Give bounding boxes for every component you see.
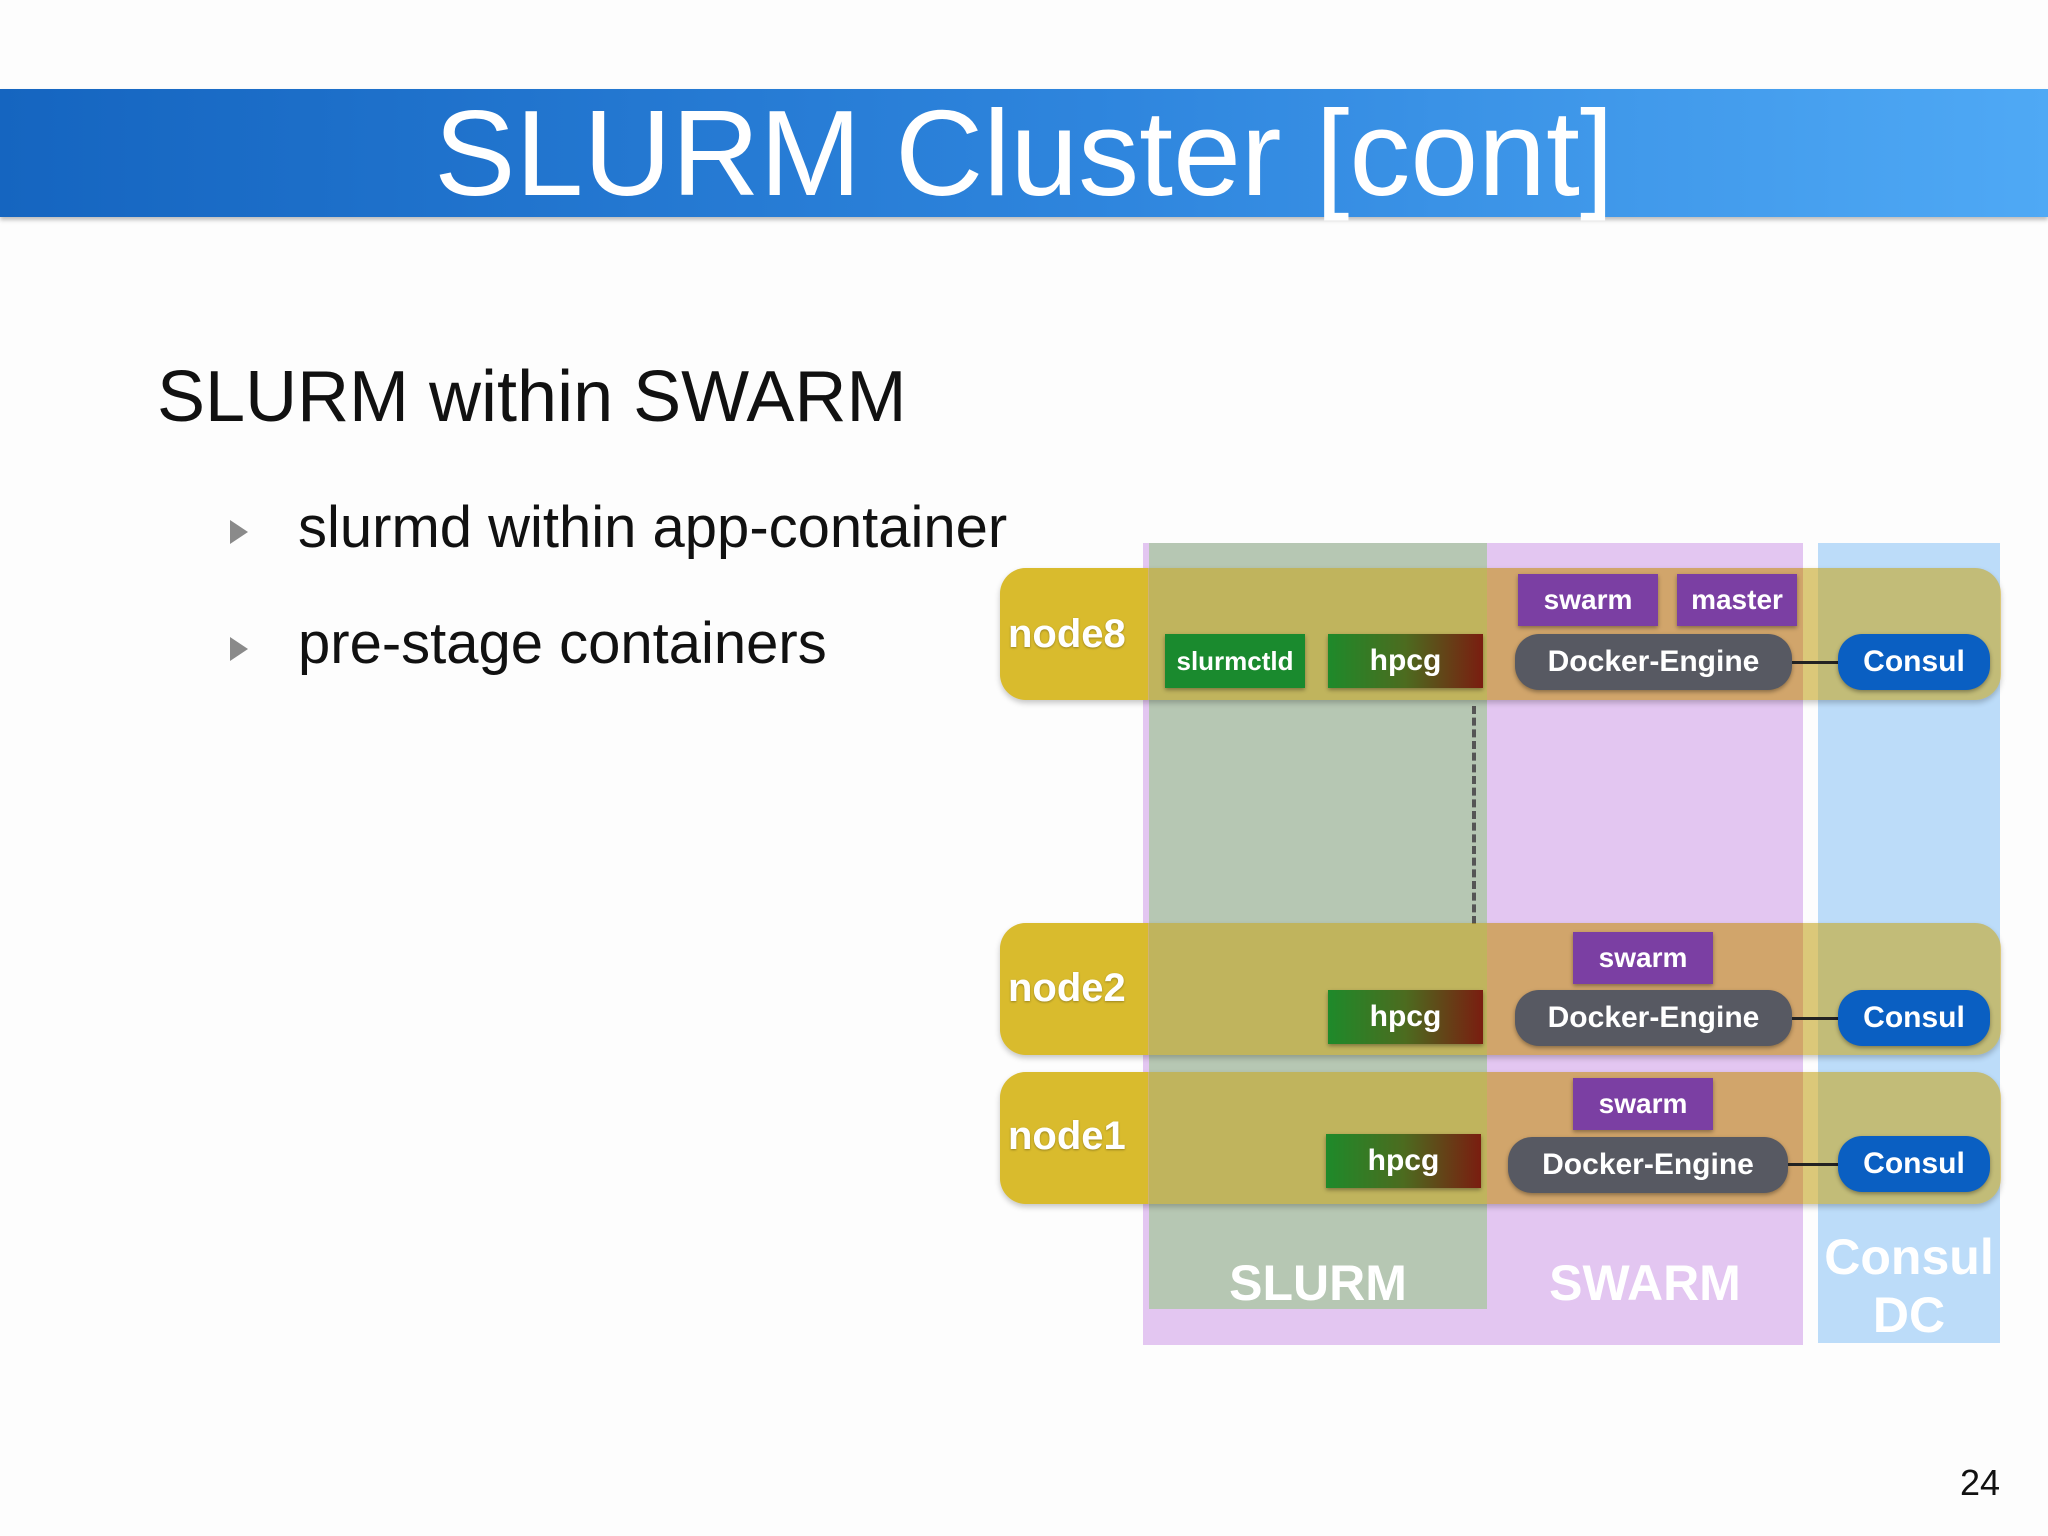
dashed-connector xyxy=(1472,706,1476,924)
page-number: 24 xyxy=(1960,1462,2001,1503)
swarm-tag: swarm xyxy=(1518,574,1658,626)
bullet-arrow-icon xyxy=(230,520,248,544)
node-head xyxy=(1000,923,1148,1055)
hpcg-box: hpcg xyxy=(1328,634,1483,688)
master-tag: master xyxy=(1677,574,1797,626)
node-row-node1 xyxy=(1000,1072,2001,1204)
title-bar xyxy=(0,89,2048,217)
swarm-tag: swarm xyxy=(1573,1078,1713,1130)
engine-consul-link xyxy=(1788,1163,1838,1166)
docker-engine-box: Docker-Engine xyxy=(1515,990,1792,1046)
bullet-item: pre-stage containers xyxy=(298,611,827,676)
consul-box: Consul xyxy=(1838,634,1990,690)
node-head xyxy=(1000,1072,1148,1204)
slurm-column-label: SLURM xyxy=(1229,1255,1407,1311)
consul-dc-label-line2: DC xyxy=(1872,1287,1946,1343)
subtitle: SLURM within SWARM xyxy=(157,357,907,437)
slurmctld-box: slurmctld xyxy=(1165,634,1305,688)
consul-box: Consul xyxy=(1838,1136,1990,1192)
node-label: node8 xyxy=(1008,612,1126,656)
bullet-item: slurmd within app-container xyxy=(298,495,1008,560)
consul-box: Consul xyxy=(1838,990,1990,1046)
engine-consul-link xyxy=(1792,1017,1838,1020)
bullet-arrow-icon xyxy=(230,637,248,661)
hpcg-box: hpcg xyxy=(1326,1134,1481,1188)
node-label: node2 xyxy=(1008,966,1126,1010)
swarm-column-label: SWARM xyxy=(1549,1255,1741,1311)
docker-engine-box: Docker-Engine xyxy=(1515,634,1792,690)
slide-title: SLURM Cluster [cont] xyxy=(434,85,1614,221)
hpcg-box: hpcg xyxy=(1328,990,1483,1044)
docker-engine-box: Docker-Engine xyxy=(1508,1137,1788,1193)
engine-consul-link xyxy=(1792,661,1838,664)
swarm-tag: swarm xyxy=(1573,932,1713,984)
node-head xyxy=(1000,568,1148,700)
consul-dc-label: Consul DC xyxy=(1818,1228,2000,1344)
node-row-node2 xyxy=(1000,923,2001,1055)
node-label: node1 xyxy=(1008,1114,1126,1158)
consul-dc-label-line1: Consul xyxy=(1824,1229,1994,1285)
